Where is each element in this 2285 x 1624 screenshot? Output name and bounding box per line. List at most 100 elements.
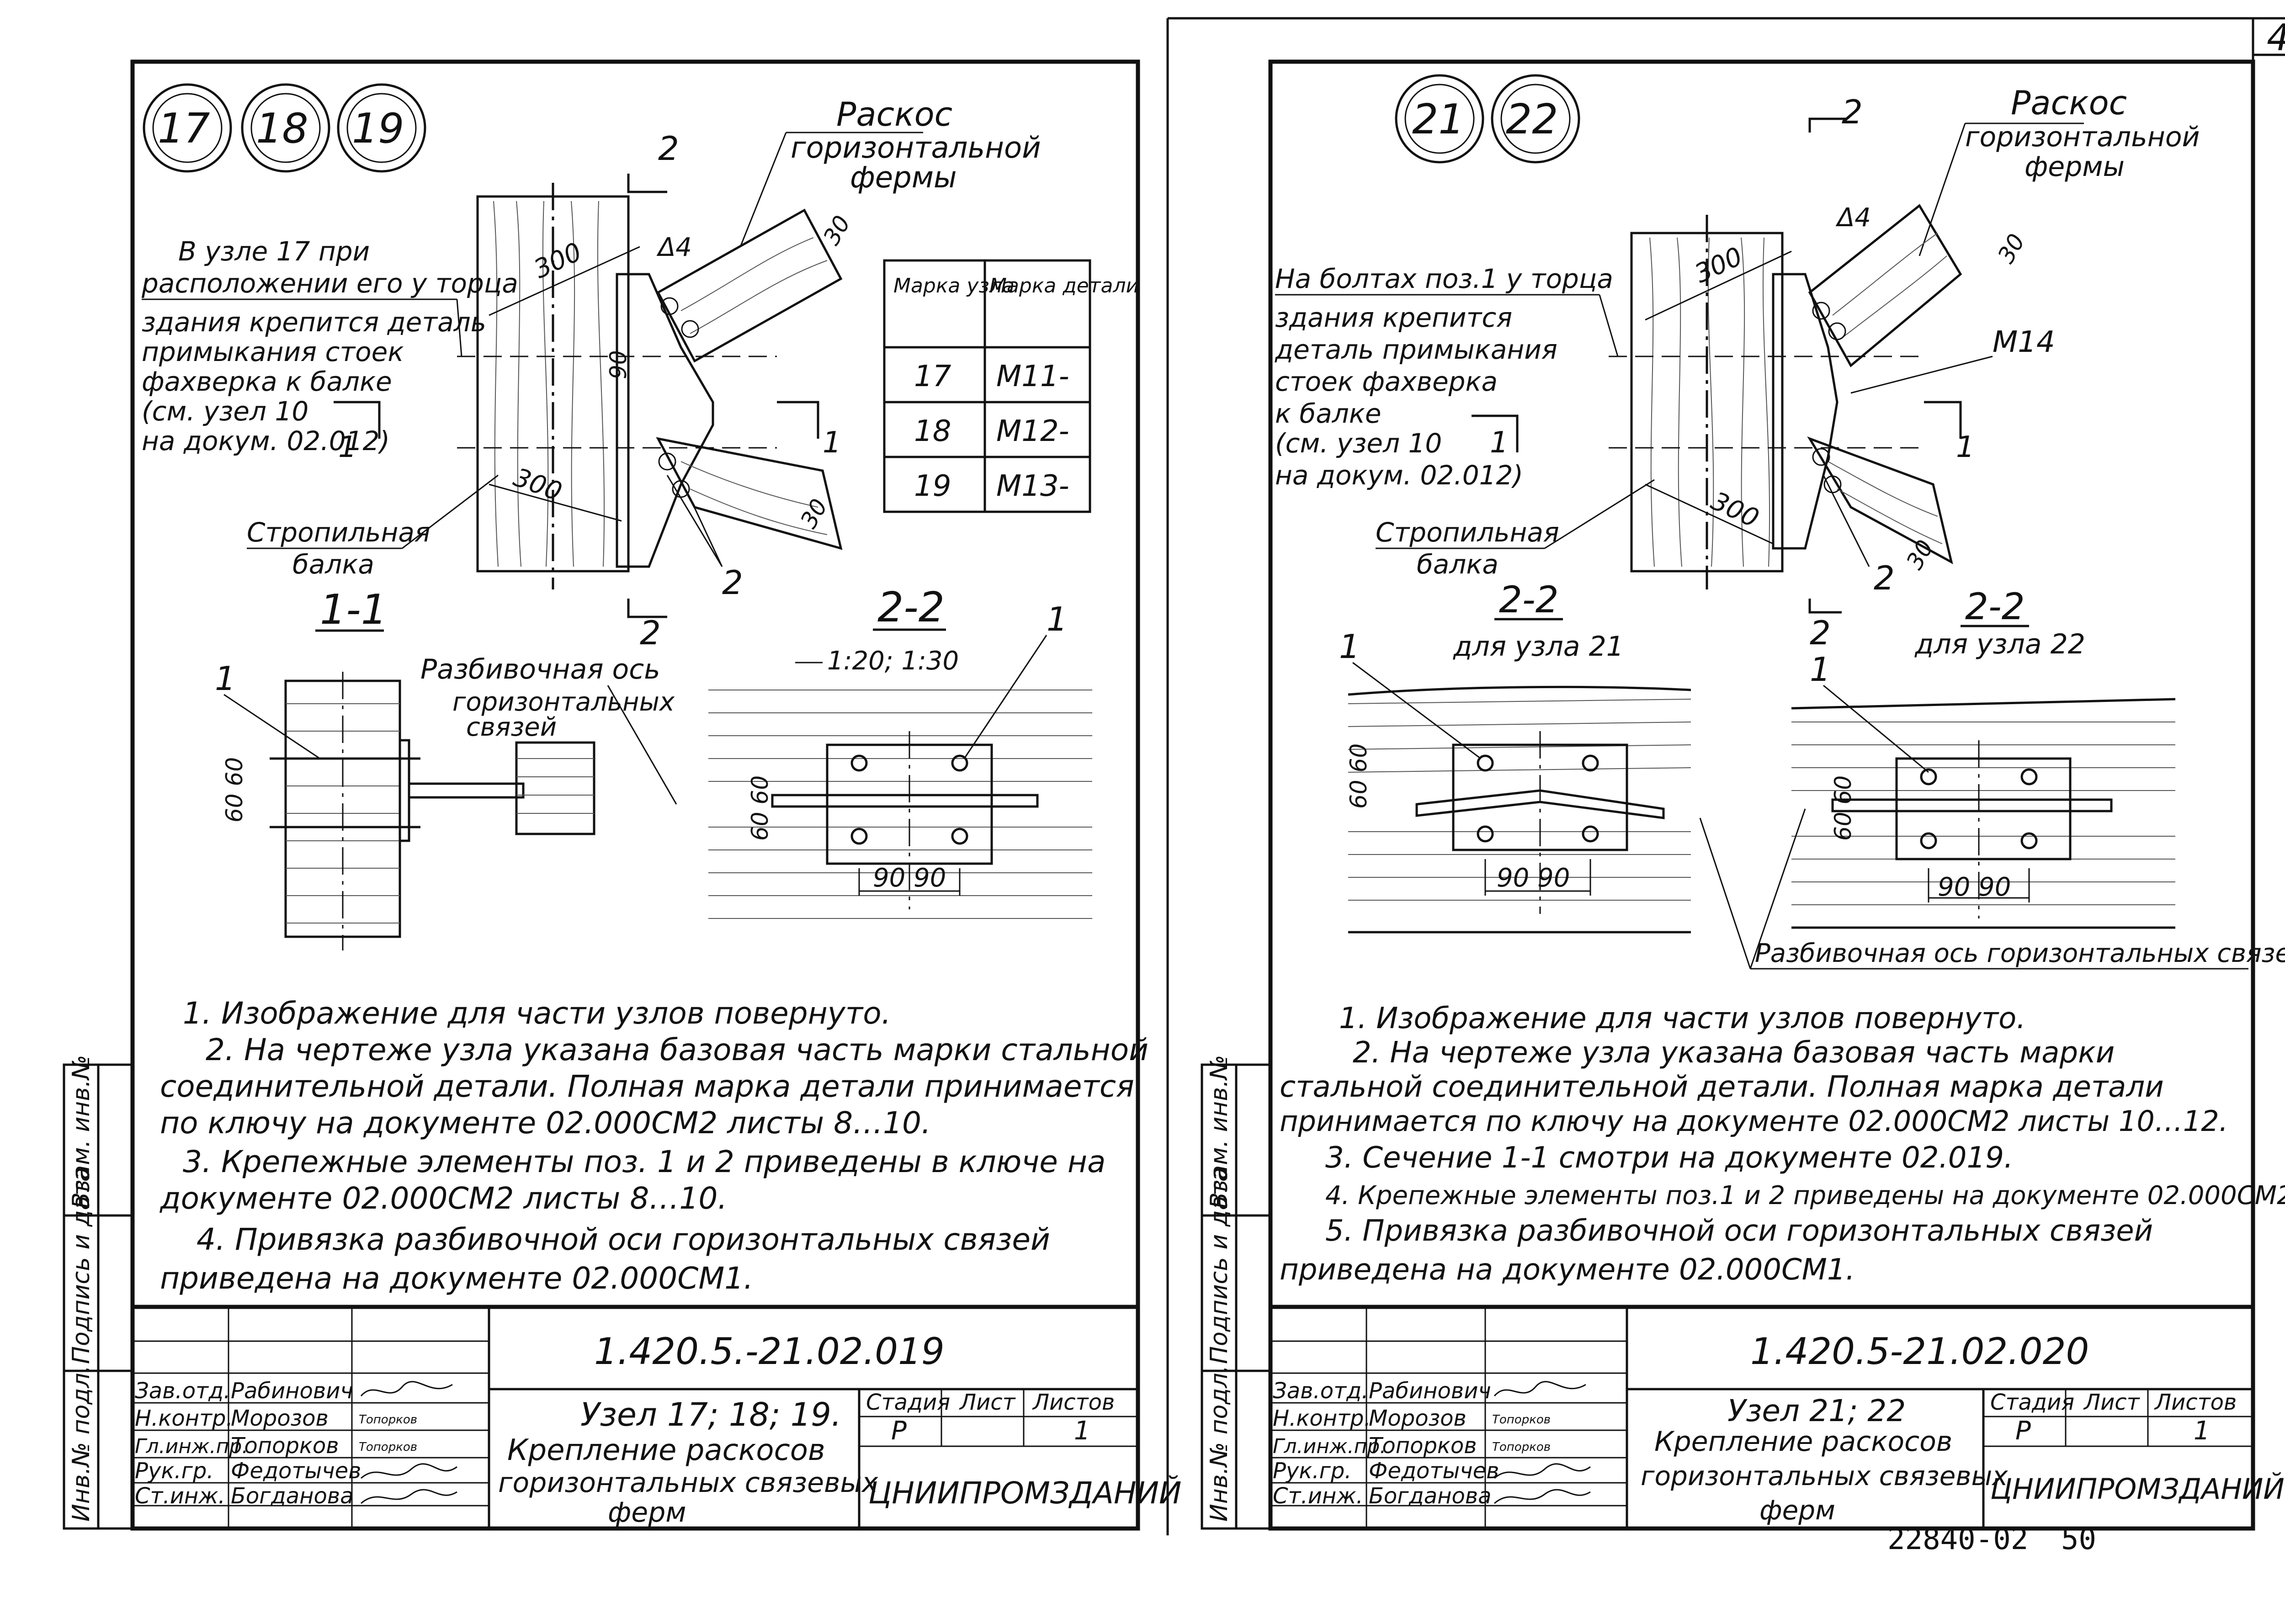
r-dim-90-90-a: 90 90 (1497, 863, 1570, 893)
r-role-1: Зав.отд. (1273, 1378, 1369, 1404)
callout-line-2: расположении его у торца (141, 268, 518, 299)
left-title-block: 1.420.5.-21.02.019 Зав.отд. Н.контр. Гл.… (133, 1305, 1181, 1528)
table-r2-part: М12- (996, 414, 1069, 448)
r-sheets-header: Листов (2154, 1390, 2237, 1415)
r-title-1: Узел 21; 22 (1727, 1393, 1906, 1428)
note-1: 1. Изображение для части узлов повернуто… (183, 996, 891, 1031)
section-1-right: 1 (823, 426, 841, 460)
r-signature-1 (1493, 1381, 1586, 1396)
right-notes: 1. Изображение для части узлов повернуто… (1280, 1002, 2285, 1287)
r-stropil-label-2: балка (1417, 549, 1499, 580)
r-pos-1-a: 1 (1339, 627, 1360, 666)
signature-1 (360, 1381, 453, 1396)
org-name: ЦНИИПРОМЗДАНИЙ (868, 1475, 1181, 1511)
upper-diagonal (656, 208, 843, 363)
right-title-block: 1.420.5-21.02.020 Зав.отд. Н.контр. Гл.и… (1270, 1305, 2285, 1528)
callout-line-4: примыкания стоек (142, 336, 404, 367)
name-4: Федотычев (231, 1458, 361, 1484)
role-1: Зав.отд. (135, 1378, 231, 1404)
title-1: Узел 17; 18; 19. (580, 1396, 841, 1433)
callout-node-17: В узле 17 при расположении его у торца з… (141, 236, 518, 456)
r-sign-2: Топорков (1492, 1413, 1551, 1427)
role-5: Ст.инж. (135, 1483, 225, 1509)
callout-line-3: здания крепится деталь (142, 307, 486, 338)
name-2: Морозов (231, 1406, 329, 1431)
r-signature-4 (1494, 1463, 1591, 1479)
sign-2: Топорков (359, 1413, 417, 1427)
section-1-1-title: 1-1 (320, 586, 387, 634)
name-3: Топорков (231, 1433, 339, 1459)
section-2-top: 2 (658, 129, 679, 168)
r-name-2: Морозов (1369, 1406, 1467, 1431)
razb-label-2: горизонтальных (452, 687, 675, 717)
dim-60-60-b: 60 60 (747, 775, 773, 841)
r-raskos-label: Раскос (2011, 84, 2127, 122)
r-role-2: Н.контр. (1273, 1406, 1371, 1431)
signature-5 (361, 1489, 457, 1504)
r-note-7: 5. Привязка разбивочной оси горизонтальн… (1325, 1214, 2153, 1248)
r-role-3: Гл.инж.пр. (1273, 1435, 1386, 1458)
table-header-node: Марка узла (893, 274, 1015, 297)
table-r1-node: 17 (914, 360, 951, 393)
r-raskos-label-2: горизонтальной (1965, 121, 2200, 153)
callout-line-7: на докум. 02.012) (142, 425, 390, 456)
r-sec-b-sub: для узла 22 (1914, 628, 2085, 660)
r-stropil-label-1: Стропильная (1376, 517, 1559, 548)
page-number: 49 (2267, 16, 2285, 59)
right-node-marks: 21 22 (1395, 74, 1580, 164)
callout-line-1: В узле 17 при (178, 236, 370, 267)
role-2: Н.контр. (135, 1406, 233, 1431)
node-mark-21: 21 (1412, 96, 1465, 143)
r-dim-30-b: 30 (1901, 536, 1939, 574)
section-1-left: 1 (338, 430, 357, 464)
r-org-name: ЦНИИПРОМЗДАНИЙ (1990, 1472, 2285, 1506)
r-rafter-beam (1630, 215, 1784, 589)
r-note-6: 4. Крепежные элементы поз.1 и 2 приведен… (1325, 1181, 2285, 1210)
r-role-4: Рук.гр. (1273, 1458, 1352, 1484)
role-3: Гл.инж.пр. (135, 1435, 248, 1458)
dim-d4: Δ4 (656, 233, 692, 262)
r-sec-a-sub: для узла 21 (1453, 631, 1624, 663)
r-dim-60-60-b: 60 60 (1830, 775, 1856, 841)
r-note-3: стальной соединительной детали. Полная м… (1280, 1070, 2164, 1104)
r-callout-line-7: на докум. 02.012) (1275, 460, 1523, 491)
r-note-1: 1. Изображение для части узлов повернуто… (1339, 1002, 2026, 1035)
left-node-marks: 17 18 19 (143, 83, 426, 173)
callout-line-6: (см. узел 10 (142, 396, 308, 427)
note-4: по ключу на документе 02.000СМ2 листы 8…… (160, 1105, 931, 1141)
section-2-2-title: 2-2 (877, 584, 945, 632)
stage-header: Стадия (866, 1390, 950, 1415)
r-name-5: Богданова (1369, 1483, 1492, 1509)
node-mark-17: 17 (158, 105, 210, 153)
r-raskos-label-3: фермы (2025, 151, 2125, 183)
r-sign-3: Топорков (1492, 1440, 1551, 1454)
node-mark-22: 22 (1506, 96, 1558, 143)
note-3: соединительной детали. Полная марка дета… (160, 1069, 1134, 1104)
note-6: документе 02.000СМ2 листы 8…10. (159, 1181, 727, 1216)
r-signature-5 (1494, 1489, 1591, 1504)
side-label-sign: Подпись и дата (68, 1167, 95, 1364)
left-frame (130, 59, 1140, 1531)
r-lower-diagonal (1807, 436, 1953, 564)
r-sec-a-title: 2-2 (1499, 578, 1559, 621)
r-sec-b-title: 2-2 (1965, 585, 2025, 628)
table-r1-part: М11- (996, 360, 1069, 393)
table-r3-part: М13- (996, 469, 1069, 503)
r-callout-line-4: стоек фахверка (1275, 366, 1498, 397)
r-note-5: 3. Сечение 1-1 смотри на документе 02.01… (1325, 1141, 2013, 1175)
r-note-2: 2. На чертеже узла указана базовая часть… (1353, 1036, 2115, 1070)
raskos-label: Раскос (836, 95, 952, 133)
side-label-inv: Инв.№ подл. (68, 1365, 95, 1522)
pos-2-label: 2 (722, 563, 743, 602)
sheet-header: Лист (959, 1390, 1016, 1415)
r-section-2-top: 2 (1842, 93, 1863, 131)
razb-label-3: связей (466, 712, 557, 742)
r-role-5: Ст.инж. (1273, 1483, 1363, 1509)
r-dim-d4: Δ4 (1835, 203, 1871, 233)
r-upper-diagonal (1808, 204, 1962, 367)
pos-1-label: 1 (215, 659, 236, 698)
r-pos-1-b: 1 (1810, 650, 1831, 689)
r-razb-label: Разбивочная ось горизонтальных связей (1755, 939, 2285, 968)
table-header-part: Марка детали (989, 274, 1139, 297)
section-2-bottom: 2 (640, 614, 661, 652)
